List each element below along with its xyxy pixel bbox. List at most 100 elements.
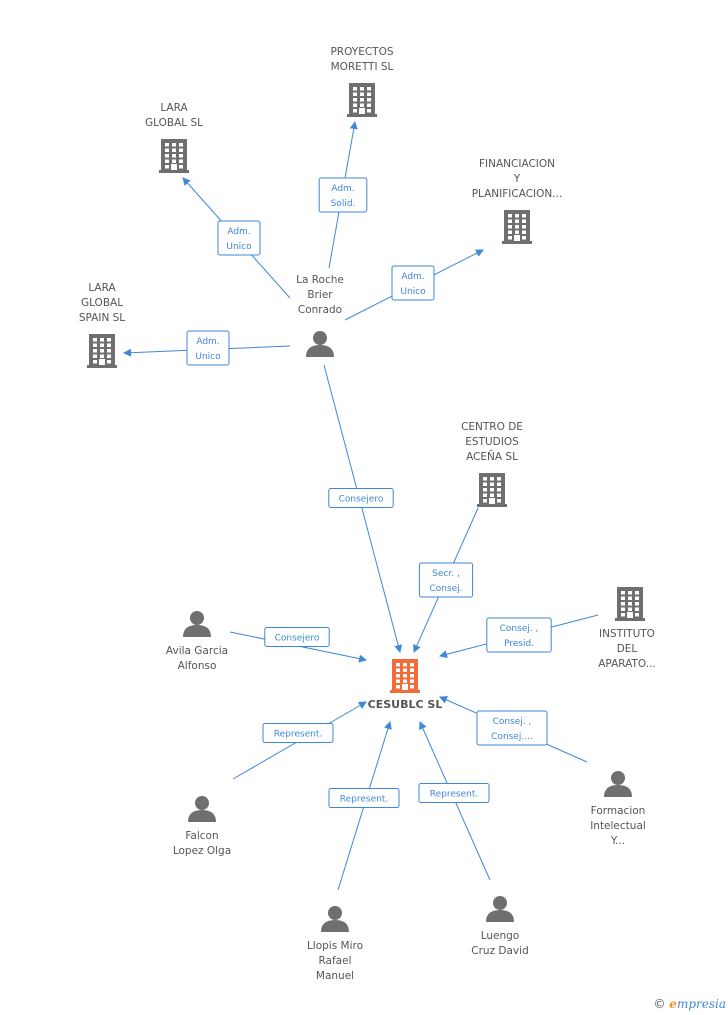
copyright-symbol: ©	[653, 997, 666, 1011]
person-icon	[183, 611, 211, 637]
relation-edge: Represent.	[328, 721, 400, 891]
person-icon	[321, 906, 349, 932]
node-label: DEL	[617, 643, 638, 655]
relation-label-text: Consejero	[275, 634, 320, 644]
relation-label-text: Unico	[195, 352, 221, 362]
node-label: APARATO...	[598, 658, 656, 670]
relation-label[interactable]: Represent.	[328, 788, 400, 808]
relation-label-text: Consejero	[339, 495, 384, 505]
relation-label-text: Solid.	[331, 199, 356, 209]
relation-label[interactable]: Consejero	[328, 488, 394, 508]
node-label: CESUBLC SL	[368, 698, 443, 711]
node-label: Y...	[610, 835, 625, 847]
relation-edge: Consej. , Presid.	[439, 614, 599, 659]
node-label: Y	[513, 173, 521, 185]
relation-label[interactable]: Consejero	[264, 627, 330, 647]
relation-label[interactable]: Represent.	[418, 783, 490, 803]
node-label: CENTRO DE	[461, 421, 523, 433]
relation-label-text: Adm.	[227, 227, 250, 237]
node-label: LARA	[160, 102, 188, 114]
node-cesublc[interactable]: CESUBLC SL	[368, 659, 443, 711]
node-label: Cruz David	[471, 945, 528, 957]
person-icon	[604, 771, 632, 797]
node-financiacion[interactable]: FINANCIACION Y PLANIFICACION...	[472, 158, 563, 244]
relation-label-text: Represent.	[340, 795, 388, 805]
node-instituto[interactable]: INSTITUTO DEL APARATO...	[598, 587, 656, 670]
building-icon	[87, 334, 117, 368]
relation-label-box	[328, 788, 400, 808]
relation-edge: Adm. Unico	[123, 330, 291, 366]
building-icon	[477, 473, 507, 507]
relation-label[interactable]: Consej. , Consej....	[476, 710, 548, 746]
node-label: FINANCIACION	[479, 158, 555, 170]
relation-edge: Adm.Unico	[182, 177, 291, 299]
relation-label-box	[476, 710, 548, 746]
relation-label-text: Presid.	[504, 639, 534, 649]
person-icon	[486, 896, 514, 922]
relation-label-text: Consej....	[491, 732, 533, 742]
building-icon	[502, 210, 532, 244]
node-label: Luengo	[481, 930, 520, 942]
relation-label-text: Secr. ,	[432, 569, 460, 579]
node-centro[interactable]: CENTRO DE ESTUDIOS ACEÑA SL	[461, 421, 523, 507]
relation-label-text: Consej. ,	[493, 717, 532, 727]
relation-label-text: Adm.	[331, 184, 354, 194]
relation-label-box	[262, 723, 334, 743]
node-label: INSTITUTO	[599, 628, 655, 640]
relation-label[interactable]: Adm.Unico	[217, 220, 261, 256]
node-lara_global[interactable]: LARA GLOBAL SL	[145, 102, 203, 173]
node-label: GLOBAL SL	[145, 117, 203, 129]
node-label: Intelectual	[590, 820, 646, 832]
node-label: Brier	[307, 289, 333, 301]
relation-edge: Consejero	[323, 364, 403, 653]
relation-label-text: Adm.	[196, 337, 219, 347]
relation-label-box	[418, 783, 490, 803]
relation-label[interactable]: Adm. Unico	[186, 330, 230, 366]
relation-edge: Represent.	[418, 721, 491, 881]
node-label: Falcon	[185, 830, 218, 842]
node-label: Llopis Miro	[307, 940, 363, 952]
building-icon	[615, 587, 645, 621]
node-label: Lopez Olga	[173, 845, 231, 857]
relation-label[interactable]: Represent.	[262, 723, 334, 743]
node-label: SPAIN SL	[79, 312, 125, 324]
relation-edge: Consej. , Consej....	[439, 696, 588, 763]
relation-edge: Secr. , Consej.	[413, 507, 479, 653]
node-label: Avila Garcia	[166, 645, 228, 657]
relation-label-box	[217, 220, 261, 256]
node-label: PLANIFICACION...	[472, 188, 563, 200]
node-formacion[interactable]: FormacionIntelectualY...	[590, 771, 646, 847]
relation-label[interactable]: Adm.Unico	[391, 265, 435, 301]
brand-initial: e	[669, 997, 677, 1011]
relation-edge: Adm. Solid.	[318, 121, 368, 269]
person-icon	[306, 331, 334, 357]
node-label: ACEÑA SL	[466, 450, 518, 463]
person-icon	[188, 796, 216, 822]
relation-label-text: Consej.	[429, 584, 462, 594]
node-label: ESTUDIOS	[465, 436, 519, 448]
brand-name: mpresia	[676, 997, 726, 1011]
relation-label-box	[391, 265, 435, 301]
relation-label[interactable]: Consej. , Presid.	[486, 617, 552, 653]
relation-label[interactable]: Secr. , Consej.	[418, 562, 474, 598]
relation-label-text: Represent.	[430, 790, 478, 800]
relation-edge: Consejero	[229, 627, 367, 663]
edges-layer: Adm.Solid.Adm.UnicoAdm.UnicoAdm.UnicoCon…	[123, 121, 599, 891]
relation-label-text: Consej. ,	[500, 624, 539, 634]
relation-label-box	[418, 562, 474, 598]
relation-label-box	[264, 627, 330, 647]
relation-label-text: Unico	[400, 287, 426, 297]
relation-label[interactable]: Adm. Solid.	[318, 177, 368, 213]
relation-label-text: Represent.	[274, 730, 322, 740]
relation-edge: Adm.Unico	[344, 249, 484, 321]
building-icon	[347, 83, 377, 117]
building-icon	[159, 139, 189, 173]
